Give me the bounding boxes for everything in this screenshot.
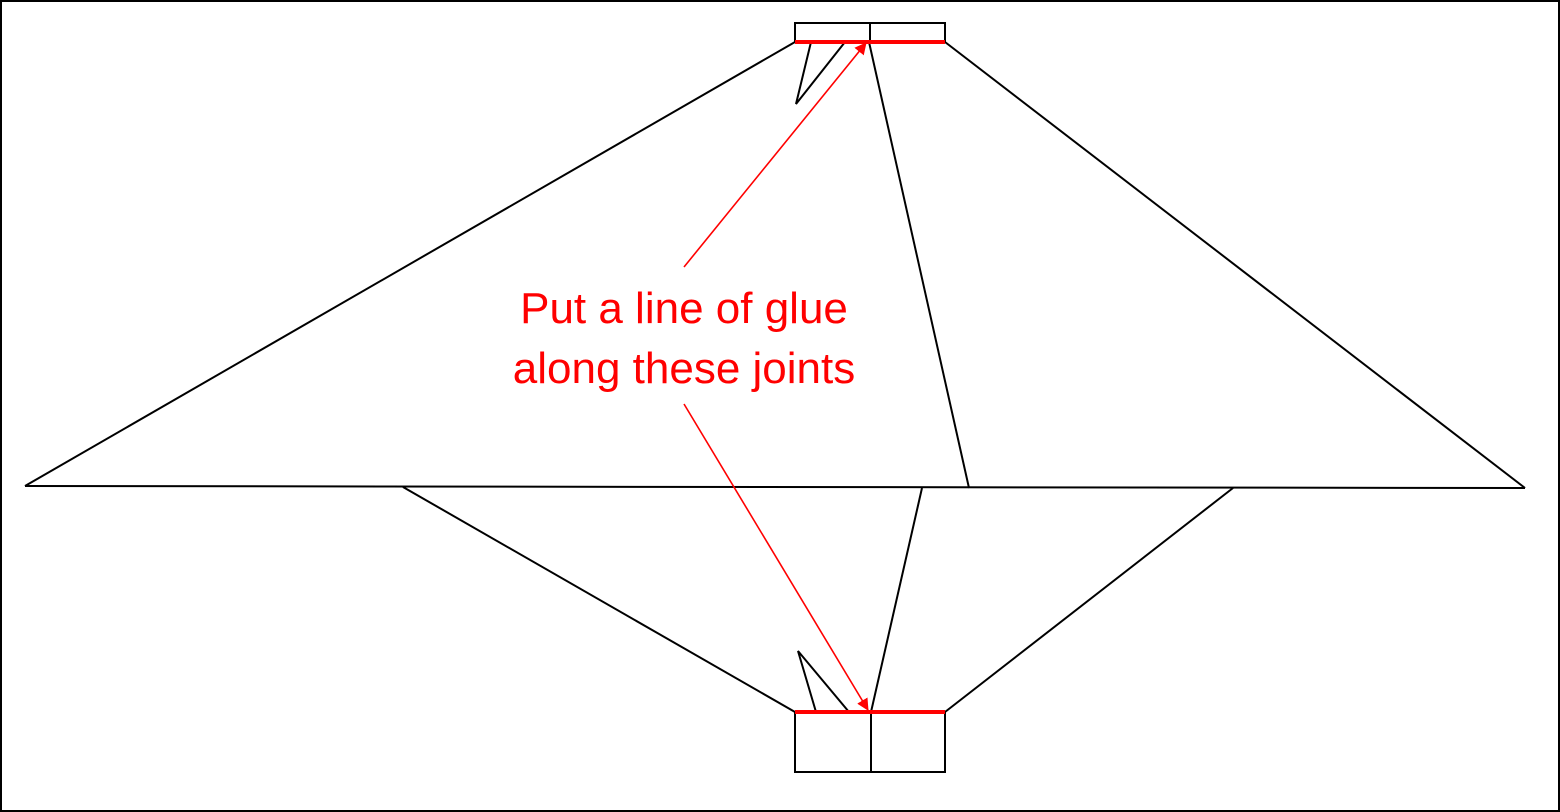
arrow-to-bottom-joint xyxy=(683,403,869,711)
upper-panel xyxy=(24,22,1526,489)
lower-left-edge xyxy=(402,486,796,713)
instruction-line-2: along these joints xyxy=(513,344,855,393)
upper-right-edge xyxy=(944,41,1526,489)
center-baseline xyxy=(24,485,1526,489)
upper-left-edge xyxy=(24,41,796,487)
upper-fold-line xyxy=(868,41,970,489)
instruction-line-1: Put a line of glue xyxy=(520,284,848,333)
lower-tab-flap xyxy=(797,650,850,713)
upper-tab-flap xyxy=(795,41,846,105)
lower-right-edge xyxy=(944,487,1234,713)
arrow-to-top-joint xyxy=(683,42,867,268)
lower-fold-line xyxy=(870,487,923,713)
